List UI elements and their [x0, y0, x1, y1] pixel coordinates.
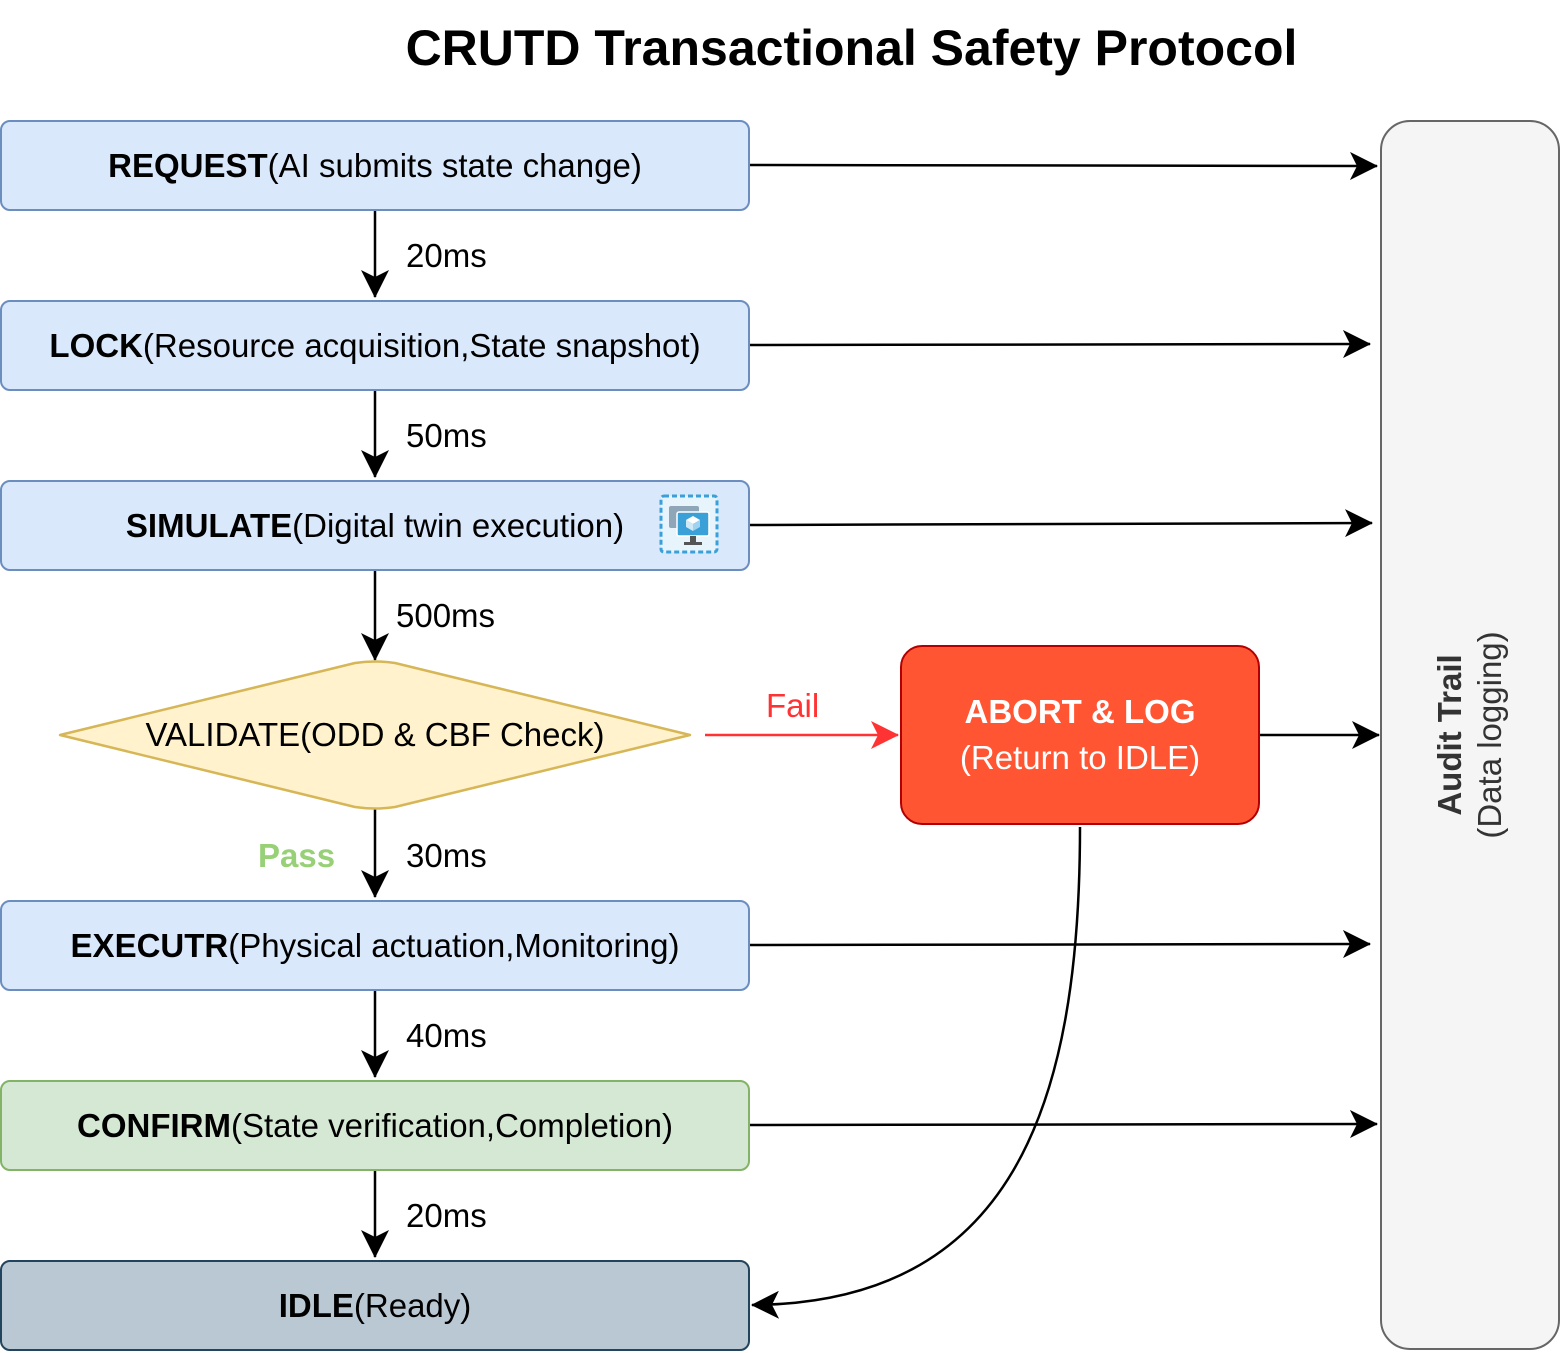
audit-title: Audit Trail — [1431, 654, 1468, 816]
timing-lock-simulate: 50ms — [406, 417, 487, 454]
arrow-execute-audit — [749, 930, 1371, 959]
timing-simulate-validate: 500ms — [396, 597, 496, 634]
step-execute[interactable]: EXECUTR(Physical actuation,Monitoring) — [0, 900, 750, 991]
audit-subtitle: (Data logging) — [1471, 631, 1508, 839]
step-lock-detail: (Resource acquisition,State snapshot) — [142, 326, 701, 364]
step-idle[interactable]: IDLE(Ready) — [0, 1260, 750, 1351]
step-idle-name: IDLE — [278, 1286, 354, 1324]
timing-confirm-idle: 20ms — [406, 1197, 487, 1234]
arrow-lock-audit — [749, 330, 1371, 359]
arrow-confirm-audit — [749, 1110, 1378, 1139]
audit-trail-box[interactable] — [1380, 120, 1560, 1350]
step-simulate[interactable]: SIMULATE(Digital twin execution) — [0, 480, 750, 571]
arrow-simulate-audit — [749, 509, 1373, 538]
step-execute-detail: (Physical actuation,Monitoring) — [228, 926, 680, 964]
step-confirm[interactable]: CONFIRM(State verification,Completion) — [0, 1080, 750, 1171]
audit-trail-label: Audit Trail (Data logging) — [1430, 631, 1510, 838]
timing-execute-confirm: 40ms — [406, 1017, 487, 1054]
step-validate[interactable]: VALIDATE(ODD & CBF Check) — [60, 663, 690, 807]
arrow-request-audit — [749, 151, 1378, 180]
pass-label: Pass — [258, 837, 336, 874]
abort-subtitle: (Return to IDLE) — [959, 739, 1201, 776]
step-simulate-name: SIMULATE — [125, 506, 293, 544]
step-idle-detail: (Ready) — [353, 1286, 472, 1324]
step-request[interactable]: REQUEST(AI submits state change) — [0, 120, 750, 211]
step-simulate-detail: (Digital twin execution) — [292, 506, 625, 544]
abort-log-box[interactable]: ABORT & LOG (Return to IDLE) — [900, 645, 1260, 825]
arrow-abort-idle — [751, 826, 1082, 1319]
step-validate-name: VALIDATE — [145, 716, 301, 753]
timing-validate-execute: 30ms — [406, 837, 487, 874]
step-confirm-name: CONFIRM — [76, 1106, 231, 1144]
step-confirm-detail: (State verification,Completion) — [230, 1106, 673, 1144]
step-request-detail: (AI submits state change) — [267, 146, 642, 184]
abort-title: ABORT & LOG — [964, 693, 1196, 730]
step-lock-name: LOCK — [49, 326, 143, 364]
step-lock[interactable]: LOCK(Resource acquisition,State snapshot… — [0, 300, 750, 391]
timing-request-lock: 20ms — [406, 237, 487, 274]
step-request-name: REQUEST — [108, 146, 268, 184]
validate-diamond — [58, 660, 692, 810]
diagram-title: CRUTD Transactional Safety Protocol — [405, 20, 1298, 76]
digital-twin-icon — [659, 494, 719, 554]
step-execute-name: EXECUTR — [70, 926, 229, 964]
fail-label: Fail — [766, 687, 820, 724]
step-validate-detail: (ODD & CBF Check) — [300, 716, 605, 753]
